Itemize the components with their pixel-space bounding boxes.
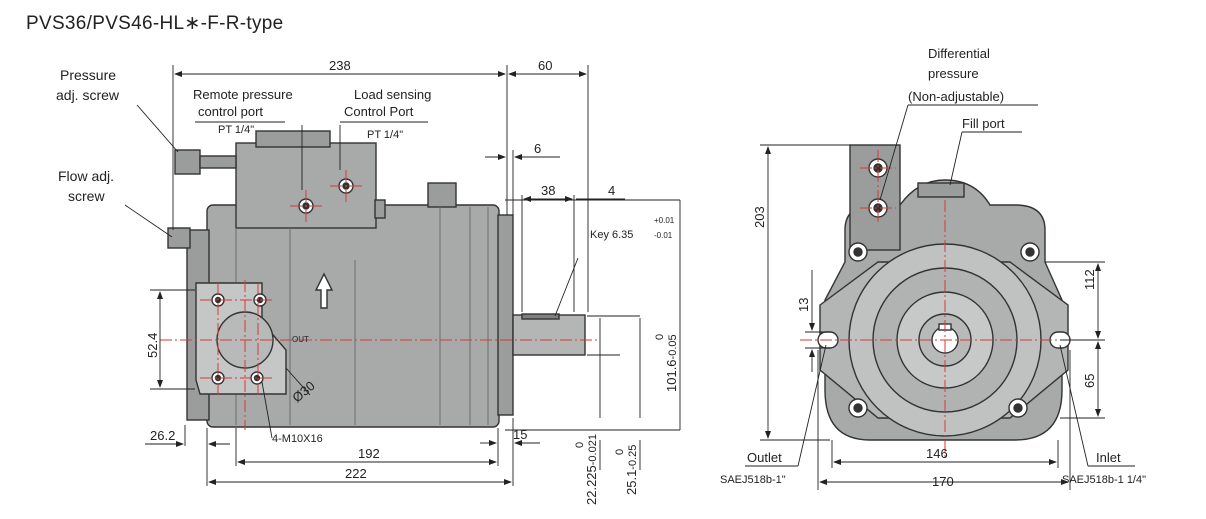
front-view: Differential pressure (Non-adjustable) F… [720, 46, 1146, 490]
outlet-label: Outlet [747, 450, 782, 465]
dim-22-225-upper: 0 [574, 442, 586, 448]
dim-25-1: 25.1-0.25 [624, 445, 639, 495]
inlet-spec: SAEJ518b-1 1/4" [1062, 474, 1146, 486]
dim-4: 4 [608, 183, 615, 198]
key-tol-lower: -0.01 [654, 231, 673, 240]
flow-screw-label-1: Flow adj. [58, 168, 114, 184]
dim-101-6-tolerance: -0.05 [667, 334, 679, 359]
dim-222: 222 [345, 466, 367, 481]
pump-body-front [817, 144, 1071, 441]
dim-60: 60 [538, 58, 552, 73]
dim-15: 15 [513, 427, 527, 442]
diff-pressure-label-2: pressure [928, 66, 979, 81]
dim-22-225: 22.225-0.021 [584, 434, 599, 505]
outlet-spec: SAEJ518b-1" [720, 474, 786, 486]
remote-port-label-2: control port [198, 104, 263, 119]
dim-25-1-tolerance: -0.25 [627, 445, 639, 470]
load-port-thread: PT 1/4" [367, 129, 403, 141]
front-dimension-lines [745, 104, 1135, 490]
inlet-label: Inlet [1096, 450, 1121, 465]
bolts-label: 4-M10X16 [272, 433, 323, 445]
side-view: Pressure adj. screw Flow adj. screw Remo… [56, 58, 681, 505]
dim-170: 170 [932, 474, 954, 489]
dim-101-6-nominal: 101.6 [664, 359, 679, 392]
dim-65: 65 [1082, 374, 1097, 388]
flow-direction-arrow [314, 272, 334, 309]
diff-pressure-label-3: (Non-adjustable) [908, 89, 1004, 104]
dim-101-6-upper: 0 [654, 334, 666, 340]
side-center-lines [160, 170, 600, 430]
load-port-label-2: Control Port [344, 104, 414, 119]
dim-238: 238 [329, 58, 351, 73]
key-tol-upper: +0.01 [654, 216, 675, 225]
dim-6: 6 [534, 141, 541, 156]
dim-38: 38 [541, 183, 555, 198]
dim-13: 13 [796, 298, 811, 312]
load-port-label-1: Load sensing [354, 87, 431, 102]
dim-26-2: 26.2 [150, 428, 175, 443]
key-label: Key 6.35 [590, 229, 633, 241]
fill-port-label: Fill port [962, 116, 1005, 131]
pump-body-side [167, 130, 586, 428]
pressure-screw-label-1: Pressure [60, 67, 116, 83]
dim-25-1-upper: 0 [614, 449, 626, 455]
dim-22-225-tolerance: -0.021 [587, 434, 599, 465]
remote-port-thread: PT 1/4" [218, 124, 254, 136]
dim-192: 192 [358, 446, 380, 461]
dim-146: 146 [926, 446, 948, 461]
front-center-lines [800, 150, 1090, 460]
dim-52-4: 52.4 [145, 333, 160, 358]
diff-pressure-label-1: Differential [928, 46, 990, 61]
out-mark: OUT [292, 335, 309, 344]
flow-screw-label-2: screw [68, 188, 105, 204]
dim-22-225-nominal: 22.225 [584, 465, 599, 505]
drawing-title: PVS36/PVS46-HL∗-F-R-type [26, 13, 284, 34]
dim-112: 112 [1082, 269, 1097, 290]
dim-25-1-nominal: 25.1 [624, 470, 639, 495]
dim-101-6: 101.6-0.05 [664, 334, 679, 392]
dim-203: 203 [752, 206, 767, 228]
side-dimension-lines [124, 65, 681, 486]
pressure-screw-label-2: adj. screw [56, 87, 120, 103]
remote-port-label-1: Remote pressure [193, 87, 293, 102]
